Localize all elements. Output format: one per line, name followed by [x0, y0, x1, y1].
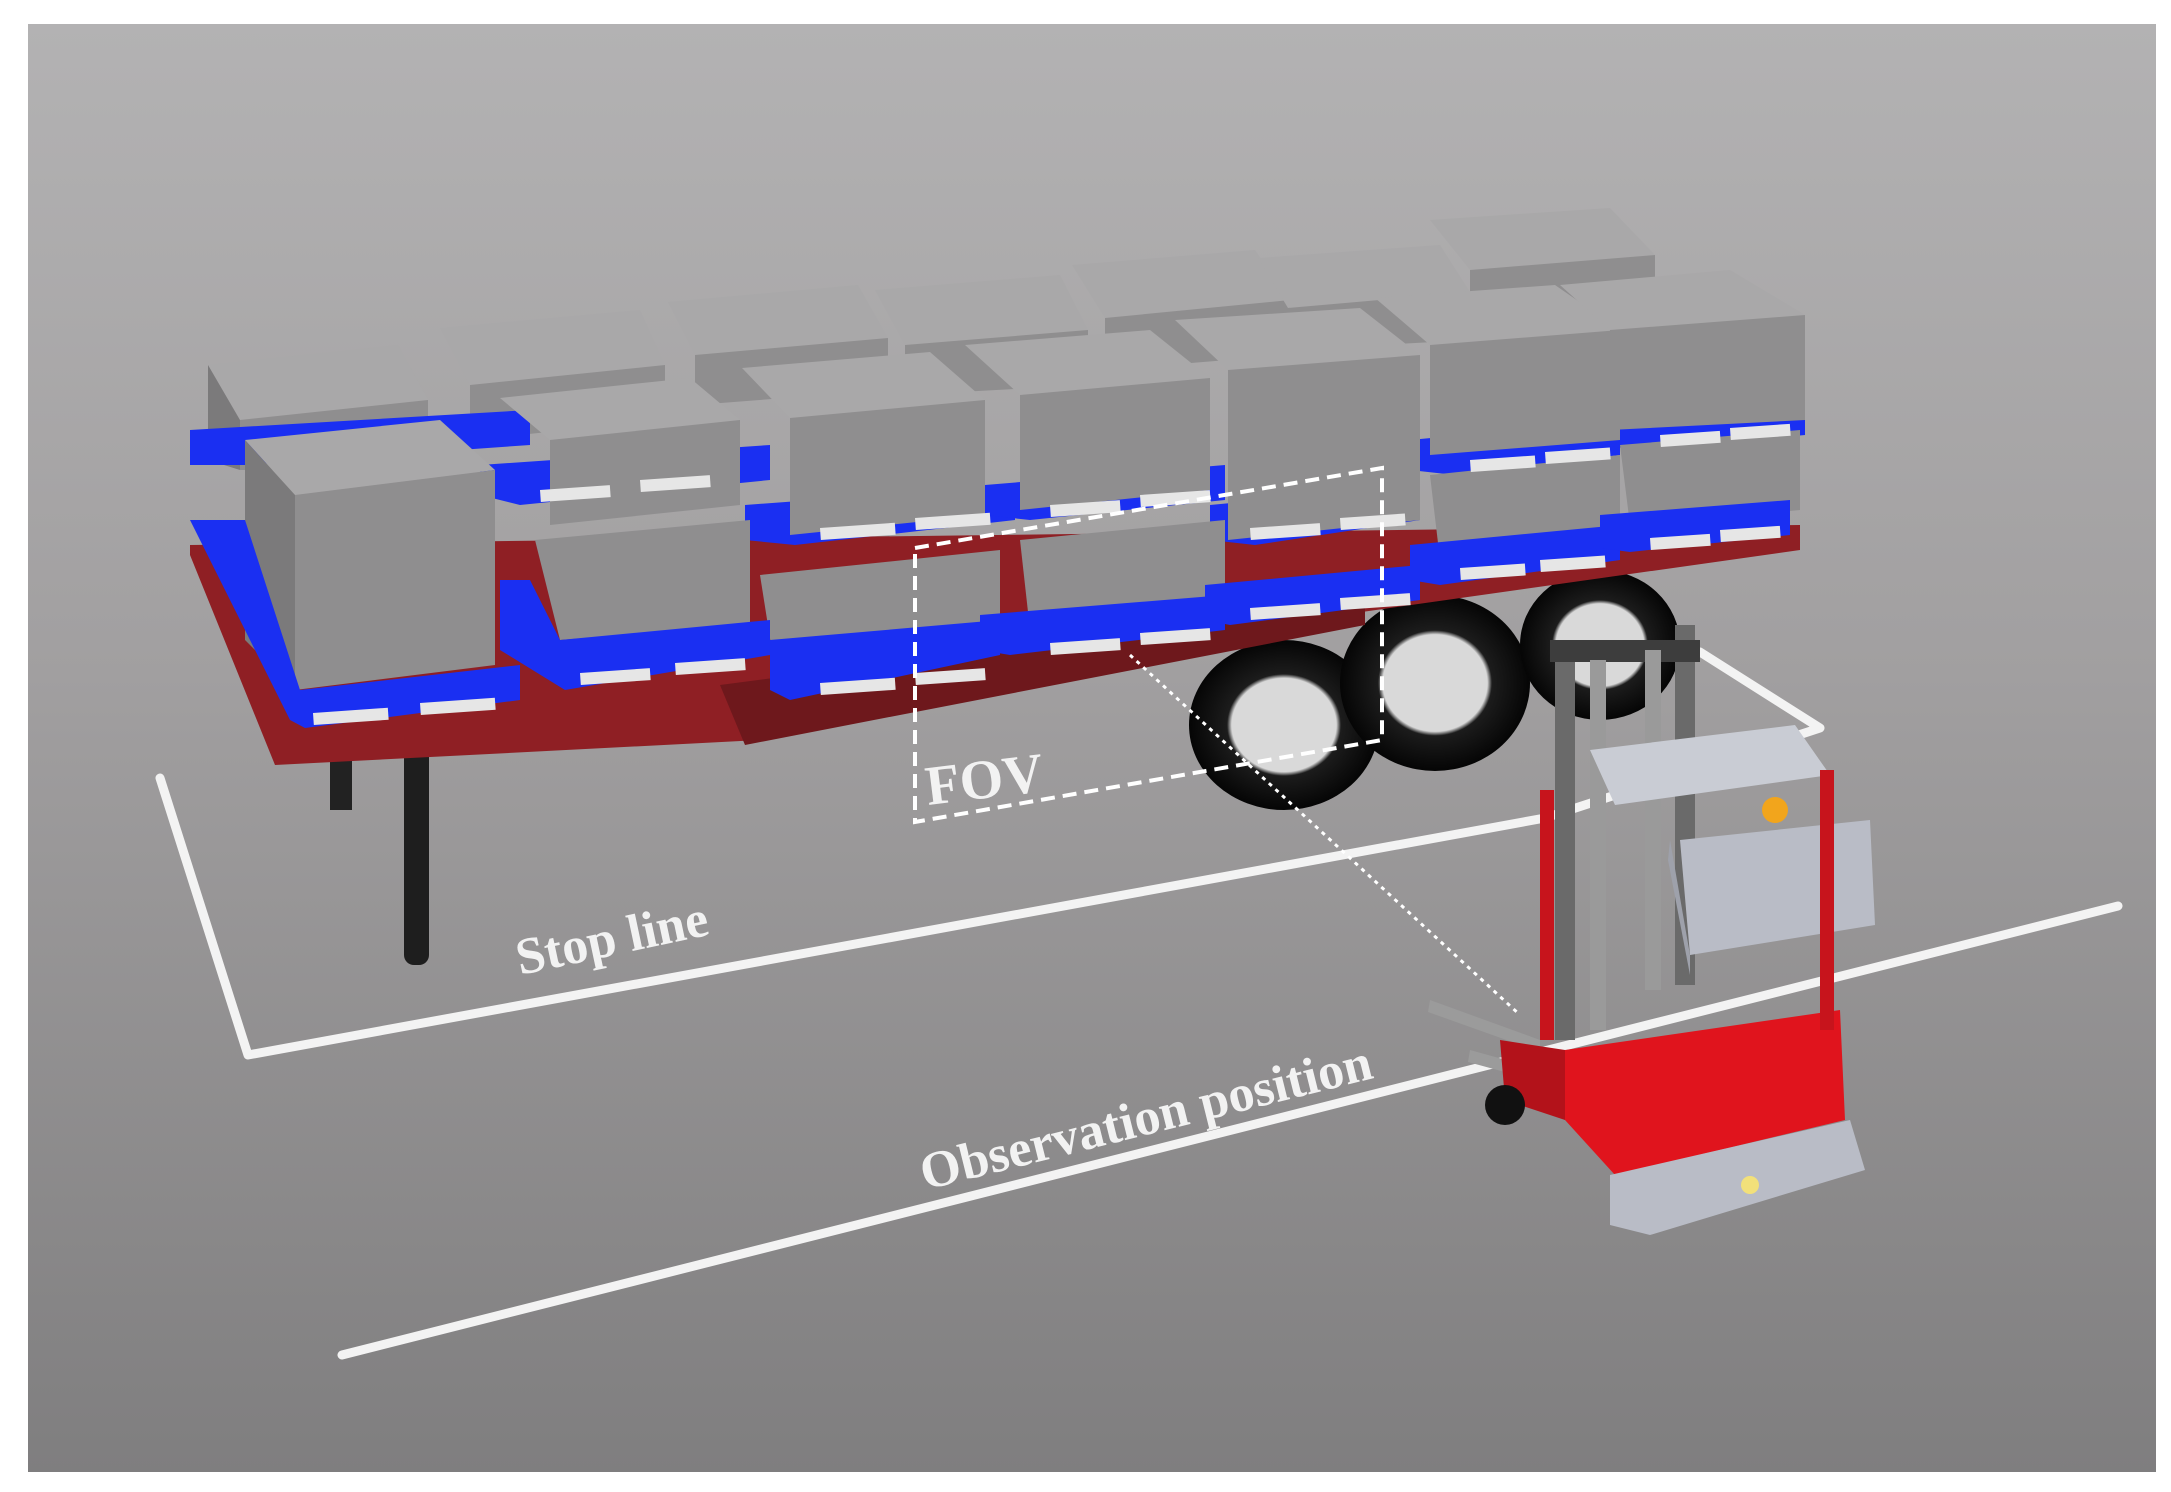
trailer-leg	[404, 740, 429, 965]
pallet	[980, 595, 1225, 655]
forklift-wheel	[1485, 1085, 1525, 1125]
pallet	[770, 620, 1000, 700]
forklift-cabinet-side	[1668, 840, 1690, 975]
forklift-emergency-button	[1762, 797, 1788, 823]
cargo-box	[1620, 430, 1800, 525]
forklift-roof-post	[1540, 790, 1554, 1040]
forklift-light	[1741, 1176, 1759, 1194]
forklift-base	[1610, 1120, 1865, 1235]
cargo-box	[1175, 308, 1420, 540]
cargo-box	[1375, 285, 1620, 455]
forklift-counterweight	[1565, 1010, 1845, 1175]
fov-frame	[913, 465, 1384, 825]
forklift-roof	[1590, 725, 1830, 805]
forklift	[1428, 625, 1875, 1235]
cargo-box	[1560, 270, 1805, 430]
sight-line	[1128, 653, 1522, 1017]
cargo-box	[535, 520, 750, 640]
cargo-box	[965, 330, 1210, 510]
fov-indicator	[913, 465, 1522, 1017]
pallet	[190, 520, 520, 728]
pallet-slots	[313, 423, 1791, 725]
front-left-box	[245, 420, 495, 690]
wheel	[1340, 595, 1530, 771]
fov-label: FOV	[922, 742, 1047, 818]
cargo-box	[742, 352, 985, 535]
cargo-box	[500, 378, 740, 525]
forklift-roof-post	[1820, 770, 1834, 1030]
